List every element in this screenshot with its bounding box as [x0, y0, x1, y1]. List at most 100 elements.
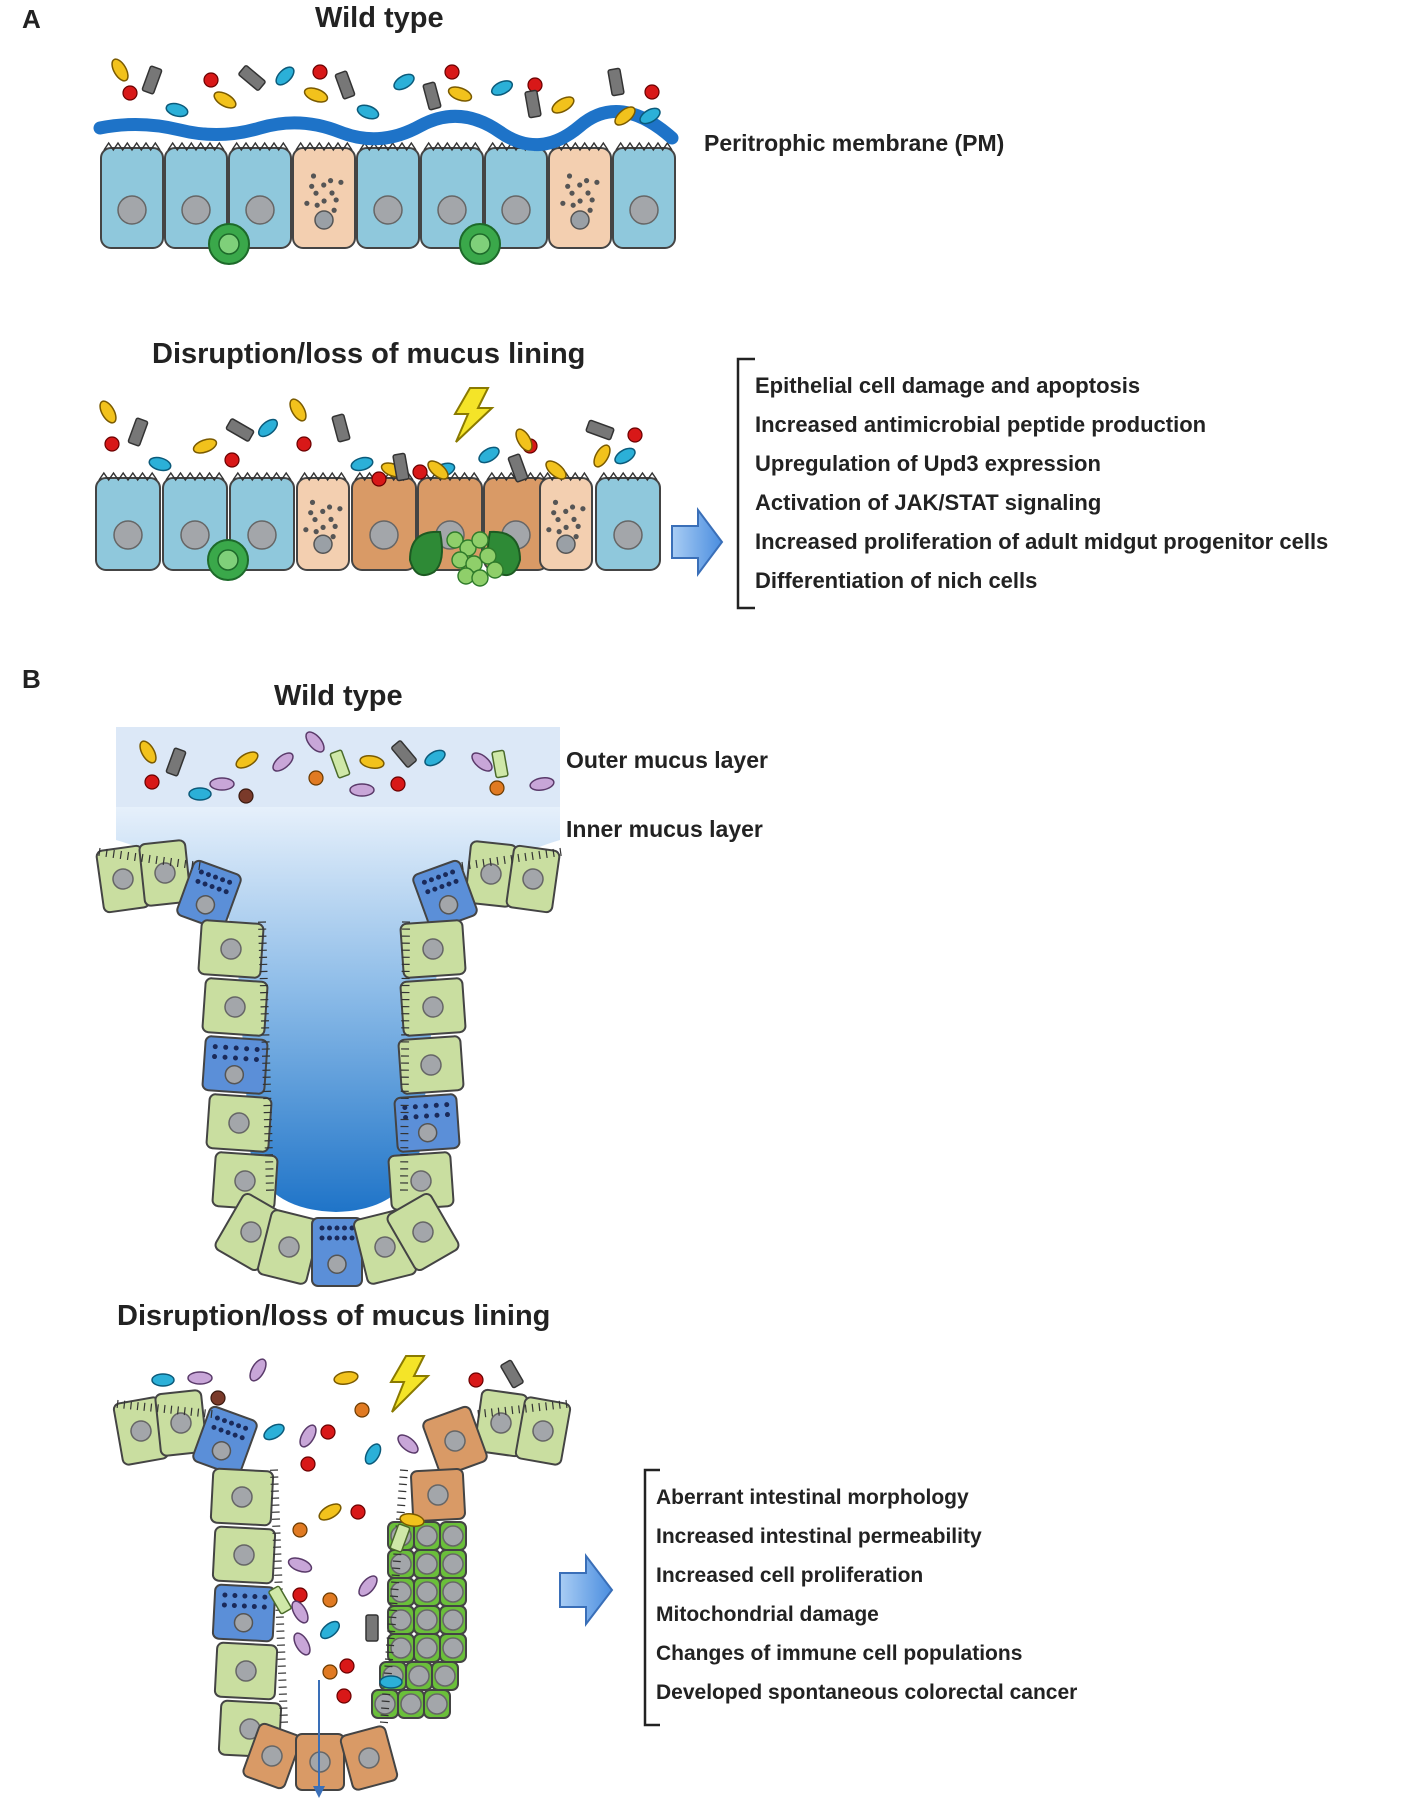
microbe — [224, 452, 240, 468]
microbe — [334, 70, 356, 100]
panel-b-disrupted-crypt — [112, 1355, 572, 1798]
effect-item: Increased proliferation of adult midgut … — [755, 529, 1329, 554]
goblet-cell — [201, 1035, 269, 1095]
microbe — [300, 1456, 316, 1472]
microbe — [607, 67, 625, 97]
proliferating-cell — [405, 1661, 433, 1691]
enterocyte-cell — [100, 141, 164, 249]
enterocyte-cell — [229, 471, 295, 571]
lightning-icon — [453, 387, 495, 443]
lightning-icon — [389, 1355, 431, 1413]
microbe — [122, 85, 138, 101]
colon-cell — [95, 844, 151, 914]
colon-crypt-cells — [95, 839, 562, 1287]
microbe — [127, 417, 149, 447]
colon-cell — [205, 1093, 273, 1153]
microbe — [379, 1675, 403, 1689]
microbe — [319, 1620, 341, 1640]
proliferating-cell — [387, 1633, 415, 1663]
microbe — [478, 446, 500, 464]
microbe — [390, 776, 406, 792]
microbe — [249, 1358, 267, 1382]
microbe — [614, 106, 636, 126]
microbe — [272, 752, 294, 772]
proliferating-cell — [439, 1577, 467, 1607]
microbes — [151, 1358, 524, 1704]
microbe — [225, 418, 255, 442]
microbes — [111, 58, 661, 126]
colon-cell — [138, 839, 192, 907]
enterocyte-cell — [420, 141, 484, 249]
enterocyte-cell — [164, 141, 228, 249]
down-arrow-head — [313, 1786, 325, 1798]
microbe — [471, 752, 493, 772]
microbe — [235, 751, 259, 769]
microbe — [148, 456, 172, 472]
microbe — [359, 754, 385, 770]
colon-cell — [211, 1151, 279, 1211]
microbe — [192, 438, 218, 454]
microbe — [350, 1504, 366, 1520]
panel-b-effects-list: Aberrant intestinal morphology Increased… — [656, 1478, 1077, 1712]
microbe — [500, 1359, 524, 1389]
microbe — [331, 413, 351, 443]
proliferating-cell — [439, 1549, 467, 1579]
microbe — [412, 464, 428, 480]
progenitor-cell — [459, 223, 501, 265]
microbe — [291, 1600, 309, 1624]
microbe — [551, 96, 575, 114]
microbe — [139, 740, 157, 764]
goblet-cell — [393, 1093, 461, 1153]
proliferating-cell — [439, 1633, 467, 1663]
effect-item: Aberrant intestinal morphology — [656, 1486, 969, 1509]
microbe — [364, 1443, 382, 1465]
progenitor-cell — [208, 223, 250, 265]
microbe — [303, 87, 329, 103]
microbe — [312, 64, 328, 80]
microbe — [593, 444, 611, 468]
panel-b-wild-type-crypt — [95, 727, 562, 1287]
microbe — [639, 107, 661, 125]
colon-cell — [473, 1388, 529, 1458]
microbe — [614, 447, 636, 465]
progenitor-cluster — [408, 530, 522, 587]
enterocyte-cell — [95, 471, 161, 571]
microbe — [257, 418, 279, 438]
proliferating-cell — [439, 1605, 467, 1635]
microbe — [397, 1434, 419, 1454]
microbe — [322, 1592, 338, 1608]
colon-cell — [386, 1192, 460, 1272]
microbe — [99, 400, 117, 424]
enteroendocrine-cell — [548, 141, 612, 249]
pm-label: Peritrophic membrane (PM) — [704, 130, 1005, 156]
microbe — [293, 1632, 311, 1656]
enterocyte-cell — [612, 141, 676, 249]
microbe — [339, 1658, 355, 1674]
damaged-enterocyte-cell — [351, 471, 417, 571]
colon-cell — [213, 1641, 279, 1701]
microbe — [322, 1664, 338, 1680]
enterocyte-cell — [228, 141, 292, 249]
microbe — [371, 471, 387, 487]
microbe — [144, 774, 160, 790]
microbe — [238, 788, 254, 804]
microbe — [399, 1512, 425, 1528]
colon-cell — [201, 977, 269, 1037]
microbe — [489, 780, 505, 796]
microbe — [292, 1587, 308, 1603]
microbe — [585, 419, 615, 441]
enterocyte-cell — [595, 471, 661, 571]
colon-crypt-cells — [112, 1388, 572, 1791]
colon-cell — [209, 1467, 275, 1527]
microbes — [99, 398, 643, 487]
proliferating-cell — [431, 1661, 459, 1691]
colon-cell — [197, 919, 265, 979]
proliferating-cell — [413, 1549, 441, 1579]
microbe — [644, 84, 660, 100]
microbe — [141, 65, 163, 95]
microbe — [275, 66, 295, 86]
proliferating-cell — [397, 1689, 425, 1719]
microbe — [529, 776, 555, 792]
microbe — [165, 747, 187, 777]
